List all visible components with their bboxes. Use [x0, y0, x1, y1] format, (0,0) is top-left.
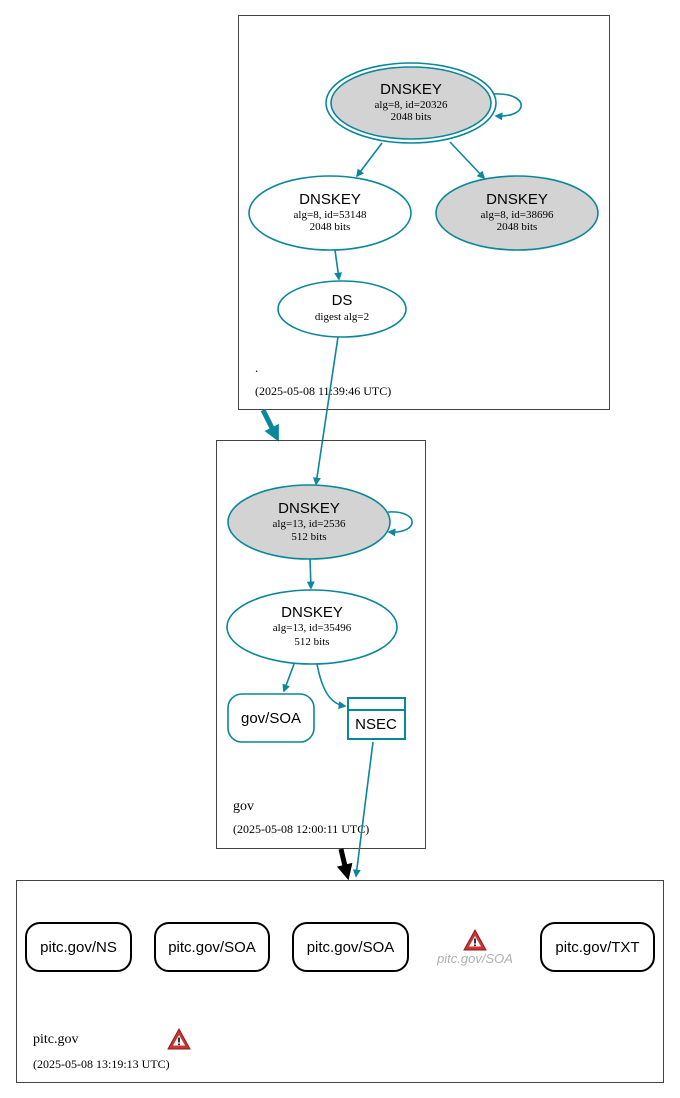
zone-pitc: pitc.gov (2025-05-08 13:19:13 UTC) pitc.…: [16, 880, 664, 1083]
gov-nsec-label: NSEC: [355, 716, 397, 733]
zone-gov-timestamp: (2025-05-08 12:00:11 UTC): [233, 822, 369, 836]
zone-gov-box: [216, 440, 426, 849]
pitc-soa-node-2[interactable]: pitc.gov/SOA: [292, 922, 409, 972]
root-zsk-detail: alg=8, id=53148: [294, 209, 367, 221]
pitc-ns-node[interactable]: pitc.gov/NS: [25, 922, 132, 972]
gov-zsk-type: DNSKEY: [281, 604, 343, 621]
edge-gov-zsk-nsec: [316, 663, 347, 710]
zone-root-box: [238, 15, 610, 410]
root-ksk-type: DNSKEY: [380, 81, 442, 98]
zone-pitc-name: pitc.gov: [33, 1032, 79, 1047]
edge-gov-ksk-zsk: [306, 558, 315, 590]
zone-pitc-timestamp: (2025-05-08 13:19:13 UTC): [33, 1057, 170, 1071]
edge-root-zsk-ds: [334, 249, 343, 281]
gov-ksk-node[interactable]: DNSKEY alg=13, id=2536 512 bits: [227, 484, 391, 560]
gov-zsk-node[interactable]: DNSKEY alg=13, id=35496 512 bits: [226, 589, 398, 665]
gov-soa-node[interactable]: gov/SOA: [227, 693, 315, 743]
edge-root-ksk-key3: [449, 141, 486, 180]
warning-triangle-icon: [463, 929, 487, 951]
delegation-gov-pitc: [336, 848, 353, 881]
zone-pitc-box: [16, 880, 664, 1083]
zone-root-name: .: [255, 360, 258, 375]
edge-root-ksk-zsk: [356, 142, 383, 178]
root-ksk-detail: alg=8, id=20326: [375, 99, 448, 111]
gov-zsk-size: 512 bits: [294, 636, 329, 648]
zone-root: . (2025-05-08 11:39:46 UTC) DNSKEY alg=8…: [238, 15, 610, 410]
root-zsk-size: 2048 bits: [310, 221, 351, 233]
edge-gov-zsk-soa: [282, 663, 295, 693]
gov-soa-label: gov/SOA: [241, 710, 301, 727]
gov-nsec-node[interactable]: NSEC: [347, 697, 406, 740]
pitc-txt-node[interactable]: pitc.gov/TXT: [540, 922, 655, 972]
edge-ds-gov-ksk: [312, 336, 339, 486]
pitc-txt-label: pitc.gov/TXT: [555, 939, 639, 956]
pitc-soa-ghost-node[interactable]: pitc.gov/SOA: [436, 929, 513, 966]
pitc-ns-label: pitc.gov/NS: [40, 939, 117, 956]
root-ds-detail: digest alg=2: [315, 311, 369, 323]
pitc-soa-label-2: pitc.gov/SOA: [307, 939, 395, 956]
root-ksk-node[interactable]: DNSKEY alg=8, id=20326 2048 bits: [325, 62, 497, 144]
root-ds-type: DS: [332, 292, 353, 309]
root-key3-size: 2048 bits: [497, 221, 538, 233]
zone-root-timestamp: (2025-05-08 11:39:46 UTC): [255, 384, 391, 398]
zone-gov-name: gov: [233, 799, 254, 814]
root-ds-node[interactable]: DS digest alg=2: [277, 280, 407, 338]
pitc-soa-node-1[interactable]: pitc.gov/SOA: [154, 922, 270, 972]
gov-ksk-size: 512 bits: [291, 531, 326, 543]
pitc-soa-label-1: pitc.gov/SOA: [168, 939, 256, 956]
pitc-soa-ghost-label: pitc.gov/SOA: [436, 951, 513, 966]
root-key3-node[interactable]: DNSKEY alg=8, id=38696 2048 bits: [435, 175, 599, 251]
zone-gov: gov (2025-05-08 12:00:11 UTC) DNSKEY alg…: [216, 440, 426, 849]
root-zsk-node[interactable]: DNSKEY alg=8, id=53148 2048 bits: [248, 175, 412, 251]
delegation-root-gov: [260, 408, 279, 442]
edge-root-ksk-self: [492, 93, 522, 121]
gov-ksk-detail: alg=13, id=2536: [273, 518, 346, 530]
root-ksk-size: 2048 bits: [391, 111, 432, 123]
gov-zsk-detail: alg=13, id=35496: [273, 622, 352, 634]
edge-nsec-pitc: [352, 741, 374, 878]
gov-ksk-type: DNSKEY: [278, 500, 340, 517]
zone-warning-icon: [167, 1028, 191, 1050]
root-key3-detail: alg=8, id=38696: [481, 209, 554, 221]
root-key3-type: DNSKEY: [486, 191, 548, 208]
root-zsk-type: DNSKEY: [299, 191, 361, 208]
edge-gov-ksk-self: [387, 511, 413, 537]
